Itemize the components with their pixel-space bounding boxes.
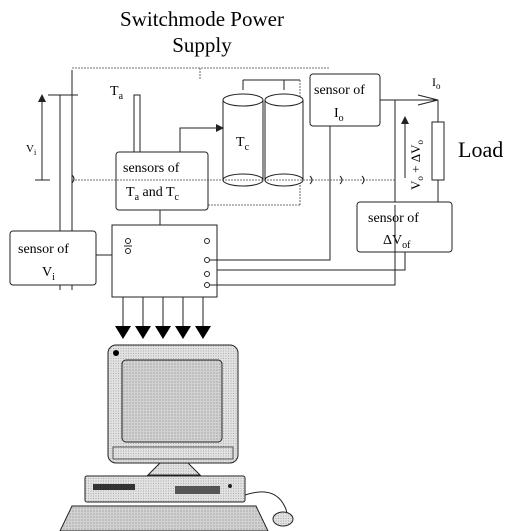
arrow-down-icon	[195, 297, 211, 339]
computer-icon	[59, 344, 294, 531]
capacitor-right	[264, 99, 304, 181]
capacitor-left	[222, 99, 264, 181]
arrow-down-icon	[135, 297, 151, 339]
title-line-2: Supply	[172, 33, 232, 57]
sensor-ta-tc-block: sensors of Ta and Tc	[115, 151, 209, 231]
sensor-dvof-text-1: sensor of	[368, 211, 419, 226]
sensor-vi-text-1: sensor of	[18, 242, 69, 257]
mouse	[272, 511, 294, 527]
daq-interface	[111, 205, 396, 298]
ta-probe	[133, 94, 141, 158]
monitor-stand	[146, 462, 202, 476]
top-wiring	[72, 67, 330, 206]
sensor-dvof-block: sensor of ΔVof	[210, 201, 453, 271]
sensor-vi-box	[9, 230, 97, 286]
ta-sensor-probe: Ta	[110, 84, 141, 158]
ta-label: Ta	[110, 84, 124, 102]
data-arrows	[115, 297, 211, 339]
daq-port-6	[204, 282, 210, 288]
arrow-2-head	[135, 326, 151, 339]
vo-to-daq-wire	[210, 205, 396, 286]
sensor-vi-block: sensor of Vi	[9, 230, 112, 286]
sensor-vi-text-2: Vi	[42, 265, 55, 283]
system-unit	[84, 475, 246, 503]
sensor-ta-tc-text-2: Ta and Tc	[126, 185, 180, 203]
daq-box	[111, 224, 218, 298]
monitor-screen	[121, 359, 223, 443]
arrow-4-head	[175, 326, 191, 339]
load-label: Load	[458, 137, 503, 162]
crossover-mark-1	[71, 174, 75, 184]
keyboard	[59, 505, 269, 531]
daq-port-2	[125, 248, 131, 254]
sensor-io-text-2: Io	[334, 106, 344, 124]
drive-bay	[175, 486, 220, 494]
arrow-down-icon	[175, 297, 191, 339]
crossover-mark-4	[361, 175, 365, 185]
io-label: Io	[432, 75, 441, 91]
middle-wiring	[72, 175, 395, 185]
capacitor-right-top	[264, 93, 304, 107]
sensor-ta-tc-box	[115, 151, 209, 211]
io-to-daq-wire	[210, 240, 331, 261]
vo-label: Vo + ΔVo	[408, 140, 425, 190]
title-line-1: Switchmode Power	[120, 7, 284, 31]
tc-probe-arrow	[179, 124, 224, 152]
daq-port-5	[204, 271, 210, 277]
crossover-mark-2	[309, 175, 313, 185]
sensor-ta-tc-text-1: sensors of	[123, 161, 180, 176]
tc-label: Tc	[236, 135, 250, 153]
diagram-title: Switchmode Power Supply	[92, 6, 312, 58]
floppy-slot	[93, 484, 135, 490]
sensor-io-text-1: sensor of	[314, 83, 365, 98]
load-resistor	[431, 121, 445, 181]
arrow-5-head	[195, 326, 211, 339]
power-led	[228, 484, 232, 488]
monitor-led	[113, 350, 119, 356]
arrow-3-head	[155, 326, 171, 339]
capacitor-left-top	[222, 93, 264, 107]
daq-port-4	[204, 257, 210, 263]
daq-port-1	[125, 238, 131, 244]
monitor-bezel-bottom	[112, 446, 234, 460]
arrow-1-head	[115, 326, 131, 339]
sensor-io-box	[309, 73, 381, 127]
crossover-mark-3	[339, 175, 343, 185]
arrow-down-icon	[155, 297, 171, 339]
vi-label: Vi	[26, 143, 37, 157]
sensor-dvof-text-2: ΔVof	[383, 233, 411, 251]
dvof-output-wire	[210, 252, 406, 271]
output-load-section: Io Load Vo + ΔVo	[380, 75, 503, 206]
daq-port-3	[204, 238, 210, 244]
arrow-down-icon	[115, 297, 131, 339]
